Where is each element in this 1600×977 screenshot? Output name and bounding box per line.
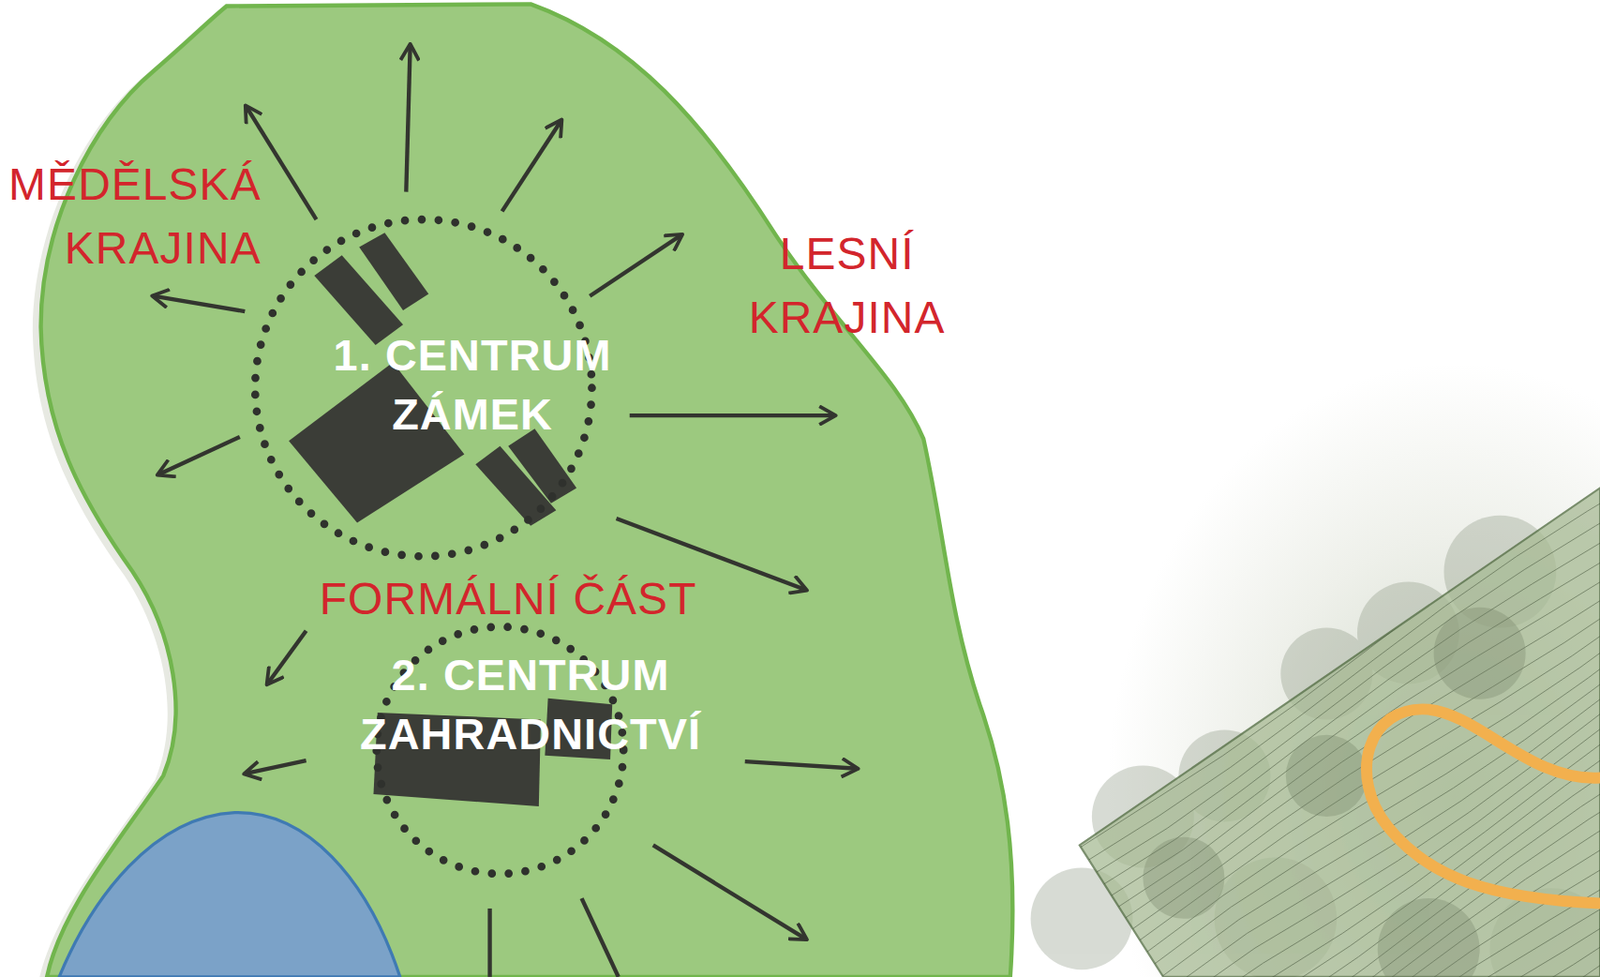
- contour-line: [1250, 791, 1600, 977]
- contour-line: [1018, 452, 1600, 887]
- contour-line: [1146, 643, 1600, 977]
- contour-line: [1298, 877, 1600, 977]
- pond: [59, 812, 401, 977]
- contour-line: [1106, 579, 1600, 977]
- dotted-circle: [250, 214, 598, 562]
- contour-line: [1026, 467, 1600, 898]
- contour-line: [1114, 589, 1600, 977]
- zone-label: LESNÍ KRAJINA: [714, 222, 980, 349]
- contour-line: [1074, 542, 1600, 970]
- contour-line: [1210, 740, 1600, 977]
- contour-line: [1242, 778, 1600, 977]
- view-arrows-cut: [490, 897, 619, 977]
- contour-line: [1226, 758, 1600, 977]
- contour-line: [1082, 552, 1600, 977]
- contour-line: [1098, 568, 1600, 977]
- contour-line: [1154, 658, 1600, 977]
- contour-line: [1178, 700, 1600, 977]
- contour-line: [1090, 560, 1600, 977]
- contour-line: [1162, 672, 1600, 976]
- centre-label: 1. CENTRUM ZÁMEK: [309, 325, 636, 444]
- contour-line: [1186, 712, 1600, 977]
- centre-label: 2. CENTRUM ZAHRADNICTVÍ: [311, 644, 750, 763]
- contour-lines: [1018, 452, 1600, 977]
- contour-line: [1234, 767, 1600, 977]
- fog-ground: [1020, 254, 1600, 977]
- contour-line: [1138, 628, 1600, 977]
- contour-line: [1290, 864, 1600, 977]
- contour-line: [1218, 748, 1600, 977]
- contour-line: [1170, 687, 1600, 976]
- contour-line: [1066, 533, 1600, 958]
- park-region: [41, 3, 1014, 977]
- zone-label: MĚDĚLSKÁ KRAJINA: [6, 152, 262, 280]
- contour-line: [1034, 482, 1600, 911]
- contour-line: [1050, 510, 1600, 935]
- centre-circle: 2. CENTRUM ZAHRADNICTVÍ: [371, 621, 629, 879]
- contour-line: [1130, 614, 1600, 977]
- terrain-plot: [1079, 487, 1600, 976]
- dotted-outline: [254, 219, 592, 556]
- contour-line: [1258, 805, 1600, 977]
- contour-line: [1058, 522, 1600, 946]
- plot-trees: [1142, 607, 1526, 977]
- centre-circle: 1. CENTRUM ZÁMEK: [250, 214, 598, 562]
- contour-line: [1274, 834, 1600, 977]
- path-trail: [1366, 708, 1600, 903]
- zone-label: FORMÁLNÍ ČÁST: [319, 567, 698, 630]
